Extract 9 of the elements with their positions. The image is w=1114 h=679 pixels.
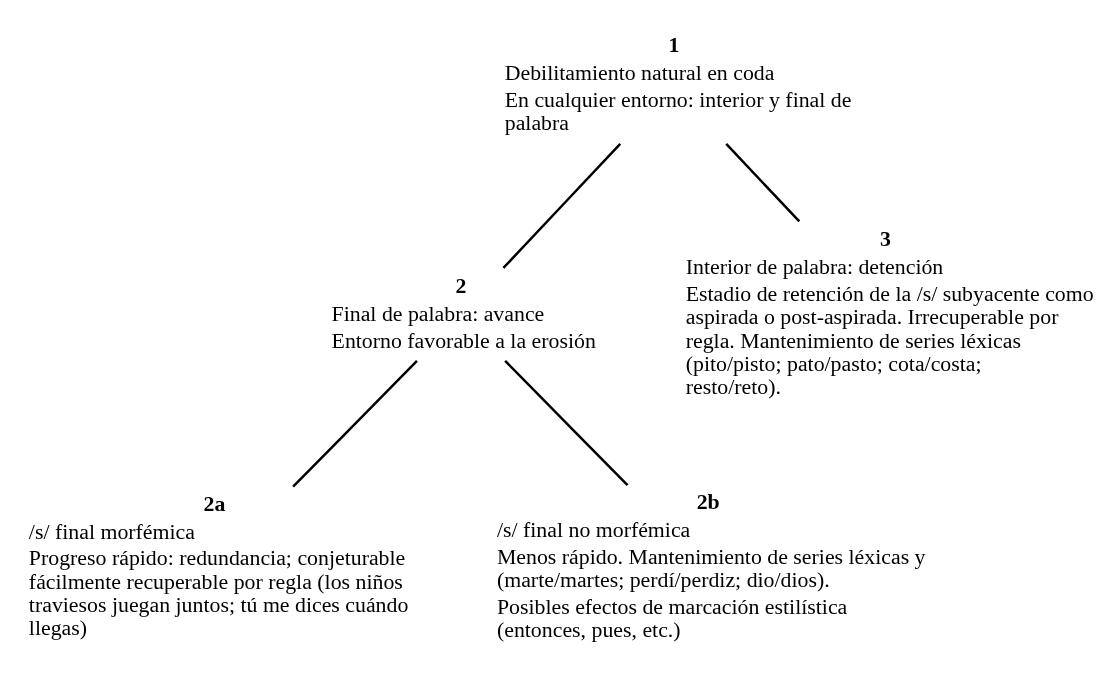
connector bbox=[292, 360, 418, 488]
node-text: 3 Interior de palabra: detención Estadio de retención de la /s/ subyacente como aspirada o post-aspirada. Irrecuperable por regla. Mantenimiento de series léxicas (pito/pisto; pato/pasto; cota/costa; resto/reto). bbox=[685, 227, 1094, 400]
connector bbox=[725, 143, 801, 223]
node-text: 2 Final de palabra: avance Entorno favorable a la erosión bbox=[331, 274, 596, 353]
connector bbox=[502, 143, 622, 269]
connector bbox=[504, 360, 629, 487]
node-text: 1 Debilitamiento natural en coda En cualquier entorno: interior y final de palabra bbox=[504, 32, 852, 135]
node-text: 2a /s/ final morfémica Progreso rápido: redundancia; conjeturable fácilmente recuperable por regla (los niños traviesos juegan juntos; tú me dices cuándo llegas) bbox=[28, 491, 409, 641]
node-text: 2b /s/ final no morfémica Menos rápido. Mantenimiento de series léxicas y (marte/martes; perdí/perdiz; dio/dios). Posibles efectos de marcación estilística (entonces, pues, etc.) bbox=[496, 490, 926, 643]
